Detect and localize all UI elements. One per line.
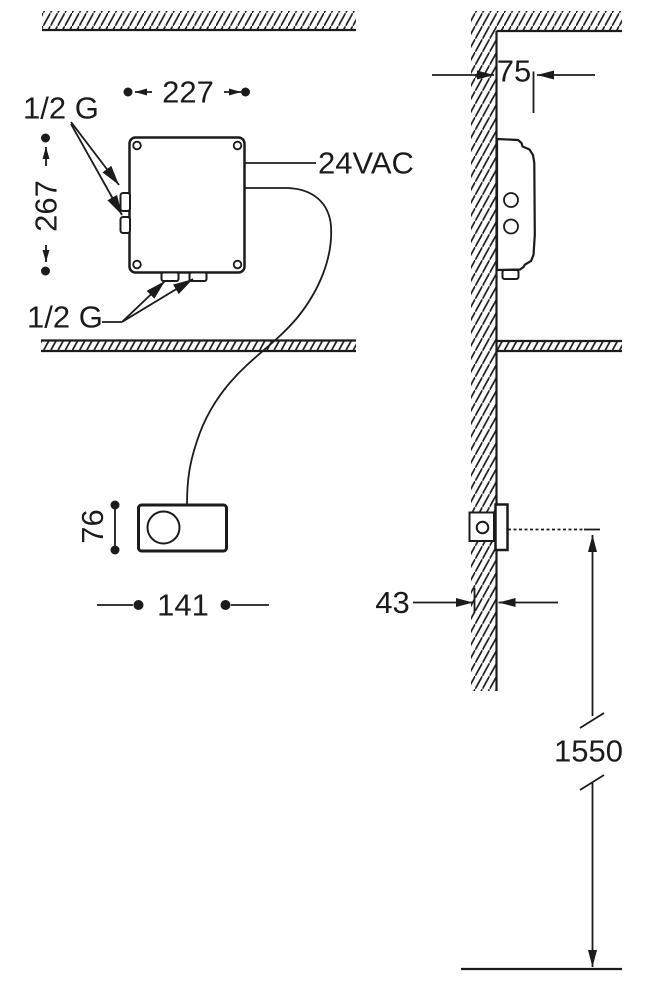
sensor-side bbox=[468, 503, 509, 552]
sensor-eye-icon bbox=[146, 510, 181, 545]
dimension-height-267: 267 bbox=[29, 133, 64, 276]
inlet-bottom-label: 1/2 G bbox=[27, 300, 103, 335]
dimension-height-label: 267 bbox=[29, 180, 64, 232]
control-box-side bbox=[495, 137, 536, 280]
break-mark bbox=[579, 774, 605, 791]
screw-icon bbox=[132, 259, 142, 270]
sensor-front bbox=[137, 503, 228, 553]
inlet-top-callout: 1/2 G bbox=[23, 91, 123, 216]
dimension-sensor-width-141: 141 bbox=[97, 588, 269, 623]
dimension-sensor-width-label: 141 bbox=[157, 588, 209, 623]
screw-icon bbox=[503, 192, 519, 208]
power-label: 24VAC bbox=[318, 146, 414, 181]
dimension-mount-height-label: 1550 bbox=[554, 734, 623, 769]
control-box-front bbox=[119, 136, 246, 282]
pipe-tab-side-bottom bbox=[501, 269, 520, 280]
dimension-mount-height-1550: 1550 bbox=[461, 528, 623, 971]
dimension-wall-43: 43 bbox=[375, 585, 558, 620]
ceiling-hatch-left bbox=[42, 11, 356, 32]
power-callout: 24VAC bbox=[245, 146, 414, 181]
break-mark bbox=[579, 712, 605, 729]
screw-icon bbox=[132, 140, 142, 151]
inlet-top-label: 1/2 G bbox=[23, 91, 99, 126]
pipe-tab-bottom-right bbox=[188, 271, 208, 282]
floor-hatch-left bbox=[41, 339, 356, 353]
dimension-sensor-height-label: 76 bbox=[75, 509, 110, 543]
screw-icon bbox=[232, 259, 243, 270]
pipe-tab-bottom-left bbox=[160, 271, 180, 282]
inlet-bottom-callout: 1/2 G bbox=[27, 278, 194, 335]
sensor-cable bbox=[186, 187, 333, 506]
pipe-tab-left-upper bbox=[119, 192, 131, 212]
screw-icon bbox=[503, 218, 519, 235]
floor-hatch-right bbox=[496, 339, 622, 353]
sensor-eye-icon bbox=[475, 520, 490, 535]
dimension-depth-75: 75 bbox=[432, 54, 595, 113]
dimension-width-227: 227 bbox=[123, 75, 250, 110]
dimension-width-label: 227 bbox=[162, 75, 214, 110]
dimension-depth-label: 75 bbox=[497, 54, 531, 89]
sensor-face-plate bbox=[494, 503, 509, 552]
dimension-wall-label: 43 bbox=[375, 585, 409, 620]
screw-icon bbox=[232, 140, 243, 151]
dimension-sensor-height-76: 76 bbox=[75, 500, 120, 555]
pipe-tab-left-lower bbox=[119, 216, 131, 234]
